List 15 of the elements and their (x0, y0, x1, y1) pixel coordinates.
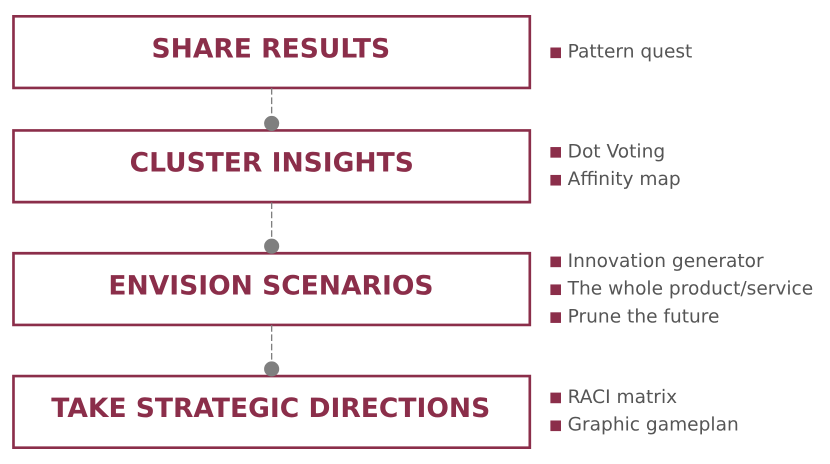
connector (264, 88, 280, 131)
node-label: RACI matrix (568, 386, 678, 408)
connector (264, 325, 280, 377)
node-box: TAKE STRATEGIC DIRECTIONS (12, 374, 532, 450)
node-label: Dot Voting (568, 141, 666, 162)
node-label: Affinity map (568, 169, 681, 190)
node-label: Graphic gameplan (568, 414, 739, 436)
connector (264, 202, 280, 254)
node-label: Pattern quest (568, 42, 692, 63)
node-box: SHARE RESULTS (12, 14, 532, 90)
node-label: Innovation generator (568, 250, 764, 272)
node-box: CLUSTER INSIGHTS (12, 129, 532, 204)
node-box: ENVISION SCENARIOS (12, 252, 532, 326)
node-label: Prune the future (568, 306, 720, 328)
node-label: The whole product/service (568, 278, 814, 300)
